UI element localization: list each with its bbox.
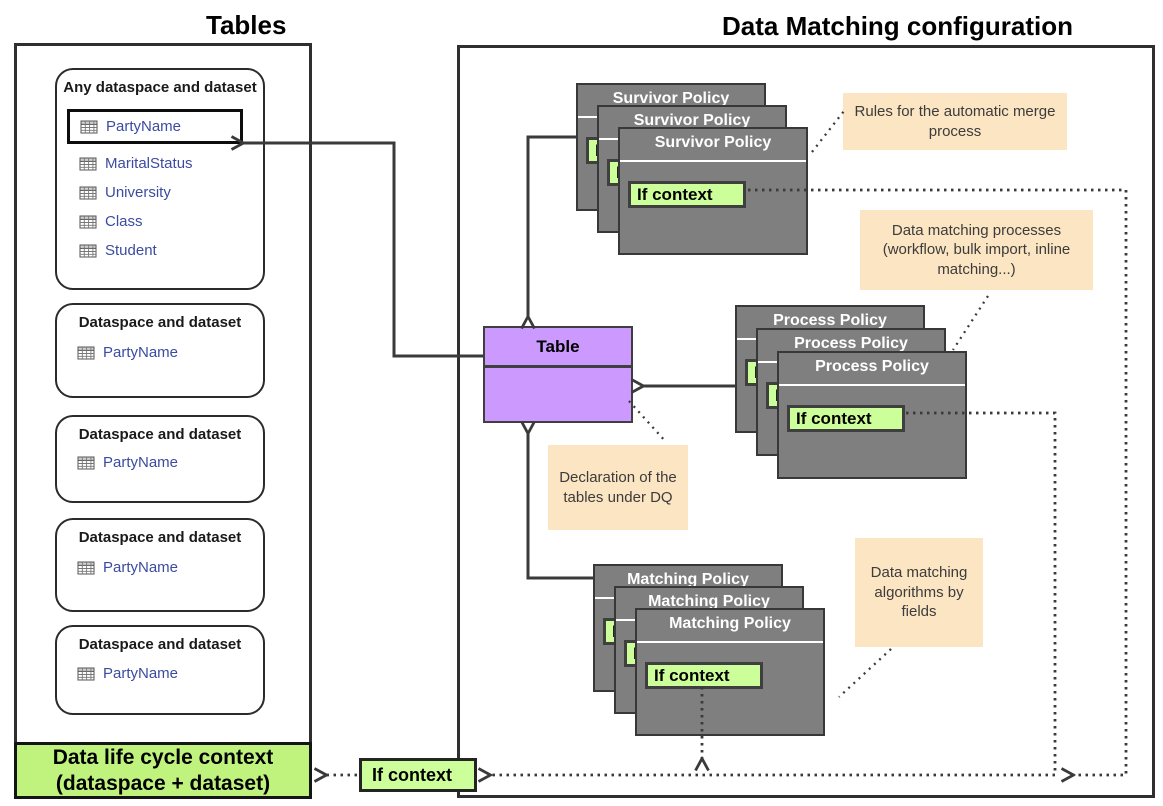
note-rules-merge: Rules for the automatic merge process bbox=[843, 93, 1067, 150]
if-context-chip[interactable]: If context bbox=[645, 662, 763, 689]
dataspace-group-4: Dataspace and dataset PartyName bbox=[55, 518, 265, 612]
group-title: Dataspace and dataset bbox=[78, 636, 242, 653]
table-item-class[interactable]: Class bbox=[57, 207, 263, 236]
table-item-label: PartyName bbox=[103, 559, 179, 577]
table-icon bbox=[77, 561, 95, 575]
table-item-maritalstatus[interactable]: MaritalStatus bbox=[57, 149, 263, 178]
dataspace-group-3: Dataspace and dataset PartyName bbox=[55, 415, 265, 503]
table-icon bbox=[79, 215, 97, 229]
table-icon bbox=[80, 120, 98, 134]
policy-card[interactable]: Matching Policy If context bbox=[635, 608, 825, 736]
dataspace-group-2: Dataspace and dataset PartyName bbox=[55, 303, 265, 398]
table-item-university[interactable]: University bbox=[57, 178, 263, 207]
table-item-partyname[interactable]: PartyName bbox=[57, 448, 263, 477]
partyname-highlight-box: PartyName bbox=[67, 109, 243, 145]
policy-card[interactable]: Process Policy If context bbox=[777, 351, 967, 479]
table-item-partyname[interactable]: PartyName bbox=[57, 553, 263, 582]
policy-card-title: Process Policy bbox=[815, 358, 929, 375]
table-item-label: MaritalStatus bbox=[105, 155, 193, 173]
group-title: Dataspace and dataset bbox=[78, 426, 242, 443]
dataspace-group-any: Any dataspace and dataset PartyName Mari… bbox=[55, 68, 265, 290]
note-matching-algorithms: Data matching algorithms by fields bbox=[855, 538, 983, 647]
table-icon bbox=[79, 186, 97, 200]
group-title: Dataspace and dataset bbox=[78, 529, 242, 546]
table-item-partyname[interactable]: PartyName bbox=[57, 659, 263, 688]
data-life-cycle-context-box: Data life cycle context (dataspace + dat… bbox=[14, 742, 312, 799]
table-item-label: PartyName bbox=[103, 665, 179, 683]
group-title: Any dataspace and dataset bbox=[63, 79, 257, 96]
tables-panel-title: Tables bbox=[196, 10, 297, 41]
table-entity-title: Table bbox=[485, 328, 631, 368]
data-matching-panel-title: Data Matching configuration bbox=[712, 11, 1083, 42]
table-item-partyname[interactable]: PartyName bbox=[57, 338, 263, 367]
policy-card-title: Survivor Policy bbox=[633, 112, 751, 129]
group-title: Dataspace and dataset bbox=[78, 314, 242, 331]
survivor-policy-stack: Survivor Policy If context Survivor Poli… bbox=[576, 83, 811, 258]
table-item-label: PartyName bbox=[103, 454, 179, 472]
card-divider bbox=[637, 641, 823, 643]
card-divider bbox=[779, 384, 965, 386]
policy-card-title: Survivor Policy bbox=[612, 90, 730, 107]
table-icon bbox=[77, 456, 95, 470]
dataspace-group-5: Dataspace and dataset PartyName bbox=[55, 625, 265, 715]
note-declaration-dq: Declaration of the tables under DQ bbox=[548, 445, 688, 530]
process-policy-stack: Process Policy If context Process Policy… bbox=[735, 305, 970, 480]
bottom-if-context-chip[interactable]: If context bbox=[359, 758, 477, 792]
note-matching-processes: Data matching processes (workflow, bulk … bbox=[860, 210, 1093, 290]
matching-policy-stack: Matching Policy If context Matching Poli… bbox=[593, 564, 828, 739]
if-context-chip[interactable]: If context bbox=[787, 405, 905, 432]
footer-label: Data life cycle context (dataspace + dat… bbox=[52, 746, 274, 795]
table-icon bbox=[77, 346, 95, 360]
policy-card[interactable]: Survivor Policy If context bbox=[618, 127, 808, 255]
table-item-label: Class bbox=[105, 213, 143, 231]
table-item-label: PartyName bbox=[106, 118, 182, 136]
policy-card-title: Matching Policy bbox=[669, 615, 791, 632]
card-divider bbox=[620, 160, 806, 162]
table-icon bbox=[77, 667, 95, 681]
table-item-partyname[interactable]: PartyName bbox=[70, 112, 240, 141]
table-item-label: PartyName bbox=[103, 344, 179, 362]
if-context-chip[interactable]: If context bbox=[628, 181, 746, 208]
table-item-student[interactable]: Student bbox=[57, 236, 263, 265]
table-entity-box[interactable]: Table bbox=[483, 326, 633, 423]
policy-card-title: Survivor Policy bbox=[654, 134, 772, 151]
table-item-label: University bbox=[105, 184, 171, 202]
table-item-label: Student bbox=[105, 242, 157, 260]
table-icon bbox=[79, 157, 97, 171]
table-icon bbox=[79, 244, 97, 258]
